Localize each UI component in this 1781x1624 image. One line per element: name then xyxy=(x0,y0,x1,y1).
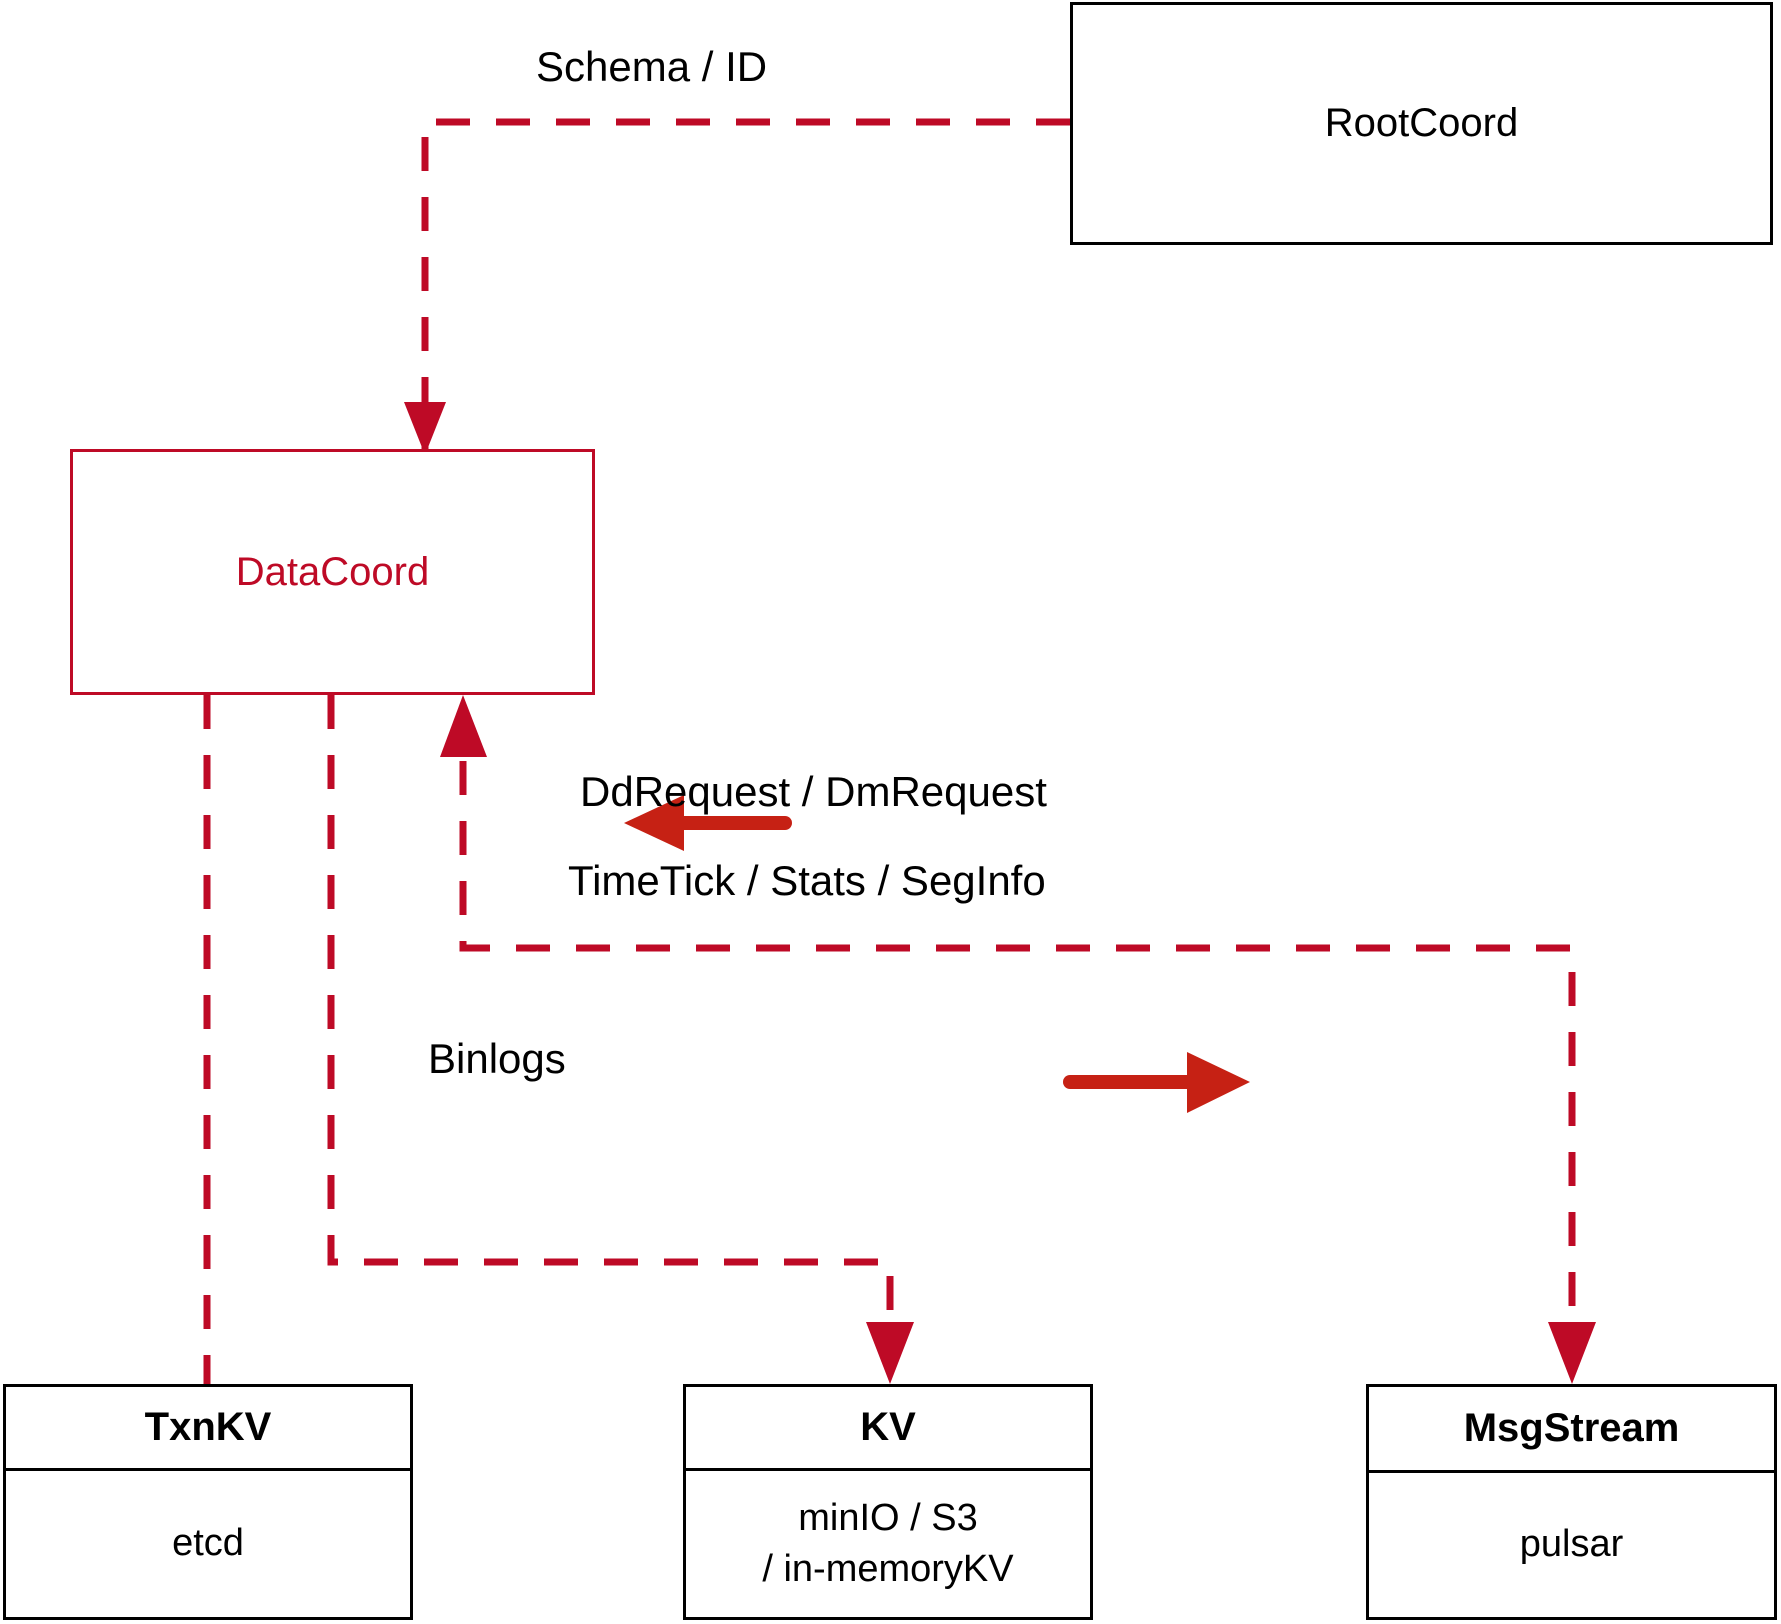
arrow-ddrequest-dmrequest-left xyxy=(624,795,792,851)
node-kv-subtitle: minIO / S3 / in-memoryKV xyxy=(686,1471,1090,1617)
node-txnkv-title: TxnKV xyxy=(144,1405,272,1449)
node-kv-subtitle-line1: minIO / S3 xyxy=(798,1496,978,1539)
node-txnkv[interactable]: TxnKV etcd xyxy=(3,1384,413,1620)
arrow-timetick-stats-seginfo-right xyxy=(1063,1052,1250,1113)
node-rootcoord-title: RootCoord xyxy=(1324,101,1519,145)
node-rootcoord[interactable]: RootCoord xyxy=(1070,2,1773,245)
edge-label-schema-id: Schema / ID xyxy=(536,43,768,90)
node-msgstream-subtitle-line1: pulsar xyxy=(1519,1523,1624,1566)
node-kv-divider xyxy=(686,1468,1090,1471)
connector-msgstream-datacoord xyxy=(440,695,1576,1366)
node-txnkv-subtitle: etcd xyxy=(6,1471,410,1617)
node-kv-subtitle-line2: / in-memoryKV xyxy=(762,1548,1014,1590)
connector-binlogs xyxy=(327,695,914,1384)
edge-label-ddrequest-dmrequest: DdRequest / DmRequest xyxy=(580,768,1047,815)
node-msgstream-subtitle: pulsar xyxy=(1369,1473,1774,1617)
node-datacoord-title: DataCoord xyxy=(235,549,430,594)
node-kv[interactable]: KV minIO / S3 / in-memoryKV xyxy=(683,1384,1093,1620)
connector-schema-id xyxy=(404,118,1070,455)
edge-label-binlogs: Binlogs xyxy=(428,1035,566,1082)
node-txnkv-subtitle-line1: etcd xyxy=(172,1522,244,1565)
edge-label-timetick-stats-seginfo: TimeTick / Stats / SegInfo xyxy=(568,857,1046,904)
connector-datacoord-msgstream-arrowhead xyxy=(1548,1322,1596,1384)
node-msgstream[interactable]: MsgStream pulsar xyxy=(1366,1384,1777,1620)
node-txnkv-divider xyxy=(6,1468,410,1471)
node-msgstream-divider xyxy=(1369,1470,1774,1473)
node-kv-title: KV xyxy=(860,1405,916,1449)
node-datacoord[interactable]: DataCoord xyxy=(70,449,595,695)
node-msgstream-title: MsgStream xyxy=(1463,1406,1680,1450)
